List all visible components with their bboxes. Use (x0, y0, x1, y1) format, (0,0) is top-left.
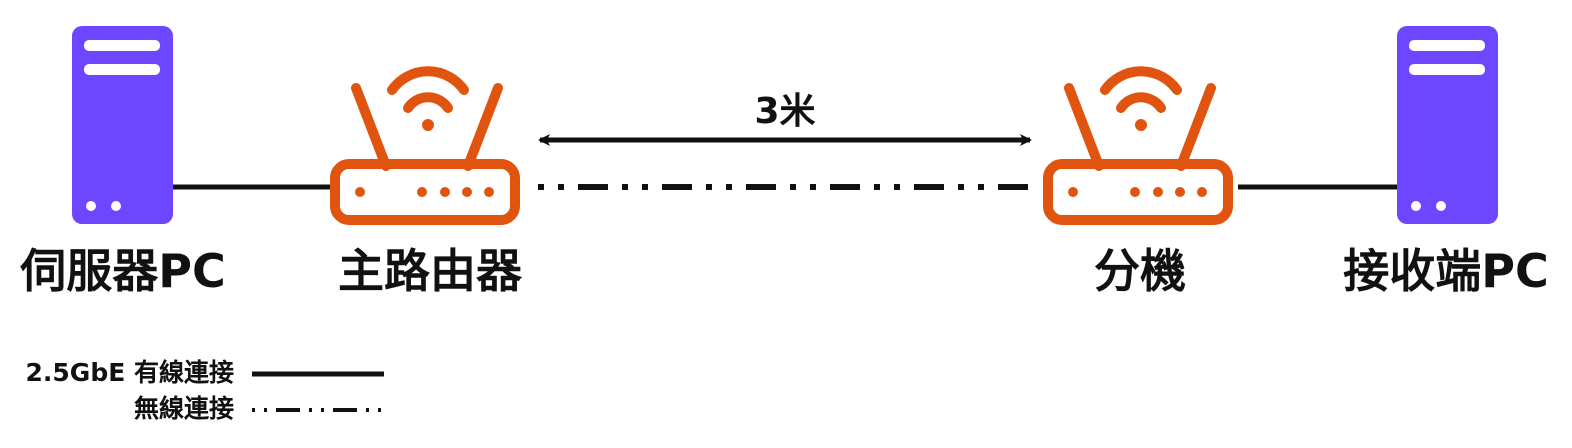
main-router-label: 主路由器 (338, 244, 522, 298)
client-pc-icon (1397, 26, 1498, 224)
distance-label: 3米 (754, 91, 816, 132)
client-label: 接收端PC (1343, 244, 1549, 298)
server-icon (72, 26, 173, 224)
satellite-label: 分機 (1094, 244, 1186, 298)
server-label: 伺服器PC (20, 244, 226, 298)
legend-wireless-label: 無線連接 (133, 394, 234, 423)
main-router-icon (330, 66, 520, 225)
satellite-router-icon (1043, 66, 1233, 225)
legend-wired-label: 2.5GbE 有線連接 (25, 358, 234, 387)
